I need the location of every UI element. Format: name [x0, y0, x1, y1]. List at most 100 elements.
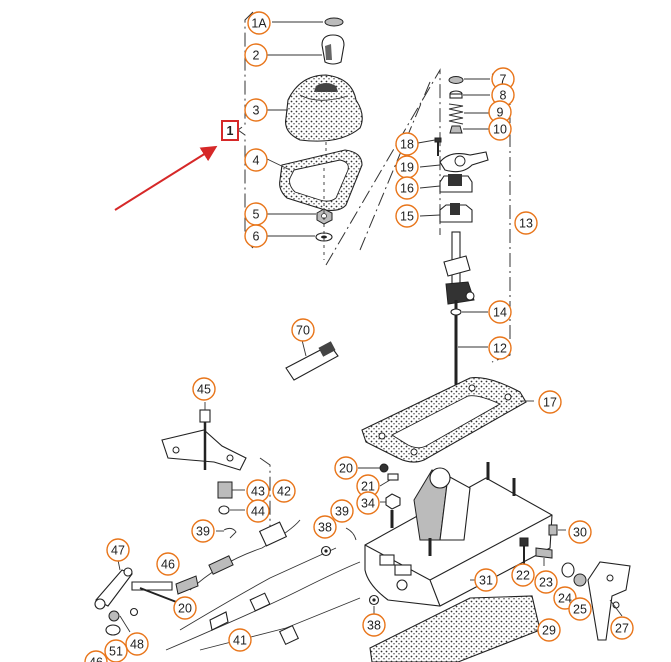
callout-70: 70 [291, 318, 315, 342]
callout-circle [244, 43, 268, 67]
callout-29: 29 [537, 618, 561, 642]
callout-number: 38 [367, 619, 381, 633]
part-gear-housing [364, 467, 553, 607]
callout-number: 47 [111, 544, 125, 558]
callout-circle [156, 552, 180, 576]
callout-number: 16 [400, 182, 414, 196]
part-clip-30 [548, 524, 566, 536]
callout-number: 48 [130, 638, 144, 652]
callout-14: 14 [488, 300, 512, 324]
part-bolt-upper [358, 463, 399, 487]
callout-number: 4 [253, 154, 260, 168]
callout-circle [395, 132, 419, 156]
housing-studs [390, 462, 516, 556]
callout-circle [514, 211, 538, 235]
callout-number: 44 [251, 505, 265, 519]
callout-circle [568, 597, 592, 621]
callout-circle [191, 519, 215, 543]
callout-circle [228, 628, 252, 652]
part-base-gasket [361, 377, 534, 463]
callout-number: 19 [400, 161, 414, 175]
callout-circle [534, 570, 558, 594]
part-ring-25 [573, 573, 587, 587]
callout-31: 31 [474, 568, 498, 592]
callout-number: 8 [500, 89, 507, 103]
callout-number: 39 [335, 505, 349, 519]
callout-circle [173, 596, 197, 620]
callout-number: 17 [543, 396, 557, 410]
callout-30: 30 [568, 520, 592, 544]
callout-circle [538, 390, 562, 414]
callout-17: 17 [538, 390, 562, 414]
callout-number: 31 [479, 574, 493, 588]
callout-19: 19 [395, 155, 419, 179]
callout-circle [537, 618, 561, 642]
callout-47: 47 [106, 538, 130, 562]
callout-number: 39 [196, 525, 210, 539]
callout-number: 18 [400, 138, 414, 152]
callout-46: 46 [156, 552, 180, 576]
callout-number: 34 [361, 497, 375, 511]
callout-circle [330, 499, 354, 523]
callout-number: 2 [253, 49, 260, 63]
callout-number: 41 [233, 634, 247, 648]
callout-22: 22 [511, 563, 535, 587]
part-small-ring [450, 308, 488, 316]
callout-circle [125, 632, 149, 656]
part-nut-38a [320, 545, 332, 557]
callout-circle [244, 148, 268, 172]
callout-48: 48 [125, 632, 149, 656]
callout-number: 29 [542, 624, 556, 638]
callout-circle [244, 98, 268, 122]
callout-12: 12 [488, 336, 512, 360]
callout-number: 46 [89, 656, 103, 662]
part-bushing-48 [108, 607, 139, 633]
highlight-label: 1 [227, 124, 234, 138]
callout-circle [244, 224, 268, 248]
callout-number: 7 [500, 73, 507, 87]
callout-number: 25 [573, 603, 587, 617]
callout-3: 3 [244, 98, 268, 122]
callout-number: 6 [253, 230, 260, 244]
callout-34: 34 [356, 491, 380, 515]
callout-number: 22 [516, 569, 530, 583]
callout-39a: 39 [191, 519, 215, 543]
callout-25: 25 [568, 597, 592, 621]
callout-10: 10 [488, 117, 512, 141]
callout-number: 10 [493, 123, 507, 137]
part-washer [265, 232, 333, 242]
part-bolt-22 [519, 537, 529, 566]
callout-circle [488, 336, 512, 360]
callout-51: 51 [104, 639, 128, 662]
callout-circle [313, 515, 337, 539]
callout-number: 1A [251, 17, 267, 31]
callout-number: 13 [519, 217, 533, 231]
callout-45: 45 [192, 377, 216, 401]
part-gear-knob [265, 34, 345, 65]
highlight-arrow: 1 [114, 120, 239, 211]
callout-circle [291, 318, 315, 342]
callout-circle [104, 639, 128, 662]
callout-circle [192, 377, 216, 401]
callout-number: 3 [253, 104, 260, 118]
callout-46b: 46 [84, 650, 108, 662]
callout-38a: 38 [313, 515, 337, 539]
callout-41: 41 [228, 628, 252, 652]
part-screw [417, 137, 442, 156]
part-guide-ring-lower [419, 203, 473, 223]
part-bush-23 [535, 547, 553, 566]
part-mounting-bracket [161, 402, 247, 471]
callout-circle [246, 499, 270, 523]
callout-1A: 1A [247, 11, 271, 35]
callout-16: 16 [395, 176, 419, 200]
part-relay-lever-27 [587, 561, 631, 641]
callout-number: 27 [615, 622, 629, 636]
part-gasket-frame [264, 142, 363, 211]
callout-15: 15 [395, 204, 419, 228]
part-cables [165, 519, 361, 651]
callout-number: 14 [493, 306, 507, 320]
callout-6: 6 [244, 224, 268, 248]
